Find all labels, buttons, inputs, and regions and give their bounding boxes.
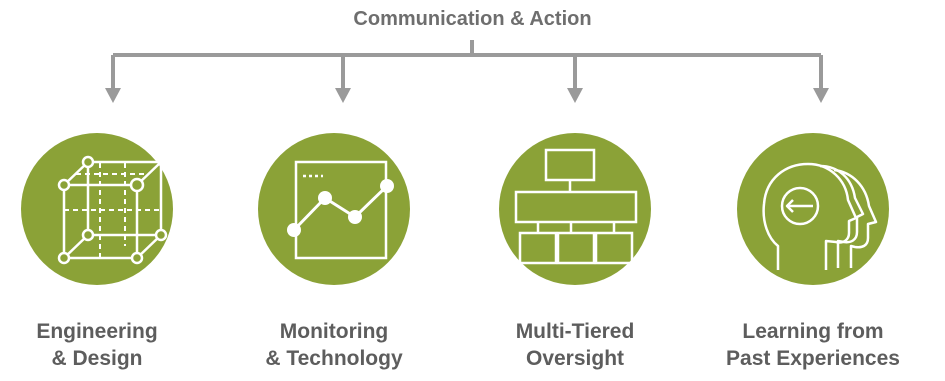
org-chart-icon xyxy=(514,148,638,265)
label-monitoring-line1: Monitoring xyxy=(279,320,389,343)
heads-icon xyxy=(762,162,878,270)
label-monitoring-line2: & Technology xyxy=(265,347,403,370)
label-oversight-line1: Multi-Tiered xyxy=(515,320,635,343)
connector-arrowheads xyxy=(105,88,829,103)
learning-circle xyxy=(737,133,889,285)
engineering-circle xyxy=(21,133,173,285)
label-learning-line1: Learning from xyxy=(742,320,884,343)
diagram-title: Communication & Action xyxy=(353,8,592,30)
label-learning-past-experiences: Learning from Past Experiences xyxy=(703,318,923,372)
line-chart-icon xyxy=(287,160,394,260)
connector-lines xyxy=(111,40,823,88)
label-learning-line2: Past Experiences xyxy=(726,347,900,370)
label-engineering-design: Engineering & Design xyxy=(0,318,207,372)
label-monitoring-technology: Monitoring & Technology xyxy=(224,318,444,372)
oversight-circle xyxy=(499,133,651,285)
label-engineering-line2: & Design xyxy=(51,347,143,370)
label-multi-tiered-oversight: Multi-Tiered Oversight xyxy=(465,318,685,372)
cube-icon xyxy=(57,155,168,265)
label-oversight-line2: Oversight xyxy=(525,347,625,370)
label-engineering-line1: Engineering xyxy=(36,320,158,343)
